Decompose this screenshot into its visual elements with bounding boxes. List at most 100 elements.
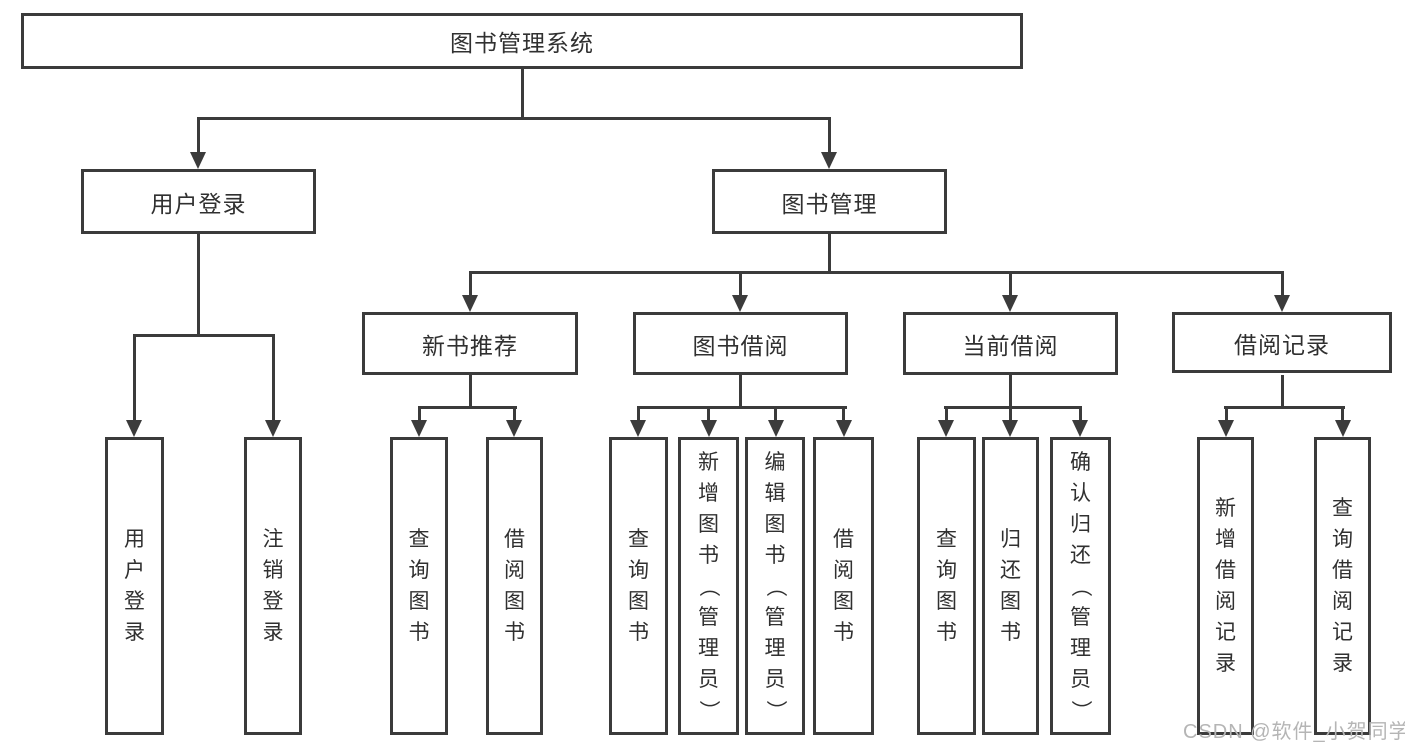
node-label-char: 录 [1332, 652, 1353, 675]
connector-line [272, 334, 275, 422]
node-label-char: 图 [628, 590, 649, 613]
connector-line [469, 271, 1284, 274]
node-root: 图书管理系统 [21, 13, 1023, 69]
node-label-char: 图 [936, 590, 957, 613]
node-label-char: 管 [698, 605, 719, 629]
node-label-char: 询 [1332, 528, 1353, 551]
node-borrow-records: 借阅记录 [1172, 312, 1392, 373]
node-label-char: 询 [936, 559, 957, 582]
node-label-char: 录 [262, 621, 284, 644]
node-label-char: 辑 [764, 481, 786, 505]
connector-line [1341, 406, 1344, 423]
node-label-char: 书 [936, 621, 957, 644]
node-label-char: 户 [124, 559, 145, 582]
arrowhead-down-icon [411, 420, 427, 437]
node-label-char: 新 [698, 450, 719, 474]
node-leaf-add-borrow-record: 新增借阅记录 [1197, 437, 1254, 735]
node-label-char: 登 [124, 590, 145, 613]
connector-line [133, 334, 136, 422]
arrowhead-down-icon [265, 420, 281, 437]
arrowhead-down-icon [1002, 420, 1018, 437]
connector-line [469, 375, 472, 409]
node-label-char: 记 [1332, 621, 1353, 644]
node-label-char: 注 [262, 528, 284, 551]
connector-line [842, 406, 845, 423]
connector-line [197, 117, 831, 120]
node-label-char: 查 [408, 528, 430, 551]
node-label-char: 员 [1070, 667, 1091, 691]
node-label-char: 还 [1070, 543, 1091, 567]
connector-line [1079, 406, 1082, 423]
node-current-borrow: 当前借阅 [903, 312, 1118, 375]
node-label-char: 录 [124, 621, 145, 644]
connector-line [521, 69, 524, 118]
node-label-char: 书 [504, 621, 525, 644]
watermark: CSDN @软件_小贺同学 [1183, 721, 1405, 743]
arrowhead-down-icon [1218, 420, 1234, 437]
arrowhead-down-icon [630, 420, 646, 437]
arrowhead-down-icon [462, 295, 478, 312]
node-label-char: 理 [764, 636, 786, 660]
connector-line [774, 406, 777, 423]
connector-line [418, 406, 421, 423]
node-label-char: 借 [504, 528, 525, 551]
connector-line [1281, 271, 1284, 298]
node-label-char: 书 [628, 621, 649, 644]
node-label-char: 查 [628, 528, 649, 551]
node-leaf-confirm-return: 确认归还（管理员） [1050, 437, 1111, 735]
node-label-char: 图 [504, 590, 525, 613]
node-label-char: 阅 [1332, 590, 1353, 613]
node-label-char: ） [1069, 699, 1092, 721]
connector-line [418, 406, 517, 409]
node-label: 图书管理系统 [450, 30, 594, 56]
node-leaf-query-borrow-record: 查询借阅记录 [1314, 437, 1371, 735]
node-label-char: 图 [408, 590, 430, 613]
node-label-char: 书 [698, 543, 719, 567]
node-label: 图书借阅 [692, 332, 789, 359]
connector-line [513, 406, 516, 423]
node-label-char: 书 [833, 621, 854, 644]
connector-line [1009, 406, 1012, 423]
connector-line [1281, 375, 1284, 409]
node-book-mgmt: 图书管理 [712, 169, 947, 234]
connector-line [1009, 271, 1012, 298]
connector-line [197, 117, 200, 155]
connector-line [828, 117, 831, 155]
node-label: 用户登录 [150, 190, 247, 217]
node-label-char: 书 [764, 543, 786, 567]
arrowhead-down-icon [1002, 295, 1018, 312]
node-label-char: 认 [1070, 481, 1091, 505]
node-label-char: （ [1069, 575, 1092, 597]
node-leaf-add-books: 新增图书（管理员） [678, 437, 739, 735]
arrowhead-down-icon [938, 420, 954, 437]
node-leaf-borrow-books-2: 借阅图书 [813, 437, 874, 735]
node-label-char: ） [697, 699, 720, 721]
connector-line [1224, 406, 1345, 409]
connector-line [739, 375, 742, 409]
node-label-char: 新 [1215, 497, 1236, 520]
node-label: 新书推荐 [422, 332, 518, 359]
node-label-char: 阅 [504, 559, 525, 582]
node-label-char: （ [763, 575, 787, 597]
node-label-char: 图 [1000, 590, 1021, 613]
node-label-char: 员 [764, 667, 786, 691]
arrowhead-down-icon [1274, 295, 1290, 312]
node-leaf-query-books-2: 查询图书 [609, 437, 668, 735]
arrowhead-down-icon [821, 152, 837, 169]
connector-line [707, 406, 710, 423]
connector-line [637, 406, 847, 409]
node-new-book-rec: 新书推荐 [362, 312, 578, 375]
node-label-char: 管 [764, 605, 786, 629]
connector-line [1009, 375, 1012, 409]
connector-line [739, 271, 742, 298]
node-label-char: 确 [1070, 450, 1091, 474]
node-leaf-query-books-1: 查询图书 [390, 437, 448, 735]
node-label-char: 记 [1215, 621, 1236, 644]
node-label-char: 编 [764, 450, 786, 474]
node-leaf-user-login: 用户登录 [105, 437, 164, 735]
node-label-char: 录 [1215, 652, 1236, 675]
node-label-char: 理 [1070, 636, 1091, 660]
node-label-char: 登 [262, 590, 284, 613]
node-label-char: 理 [698, 636, 719, 660]
